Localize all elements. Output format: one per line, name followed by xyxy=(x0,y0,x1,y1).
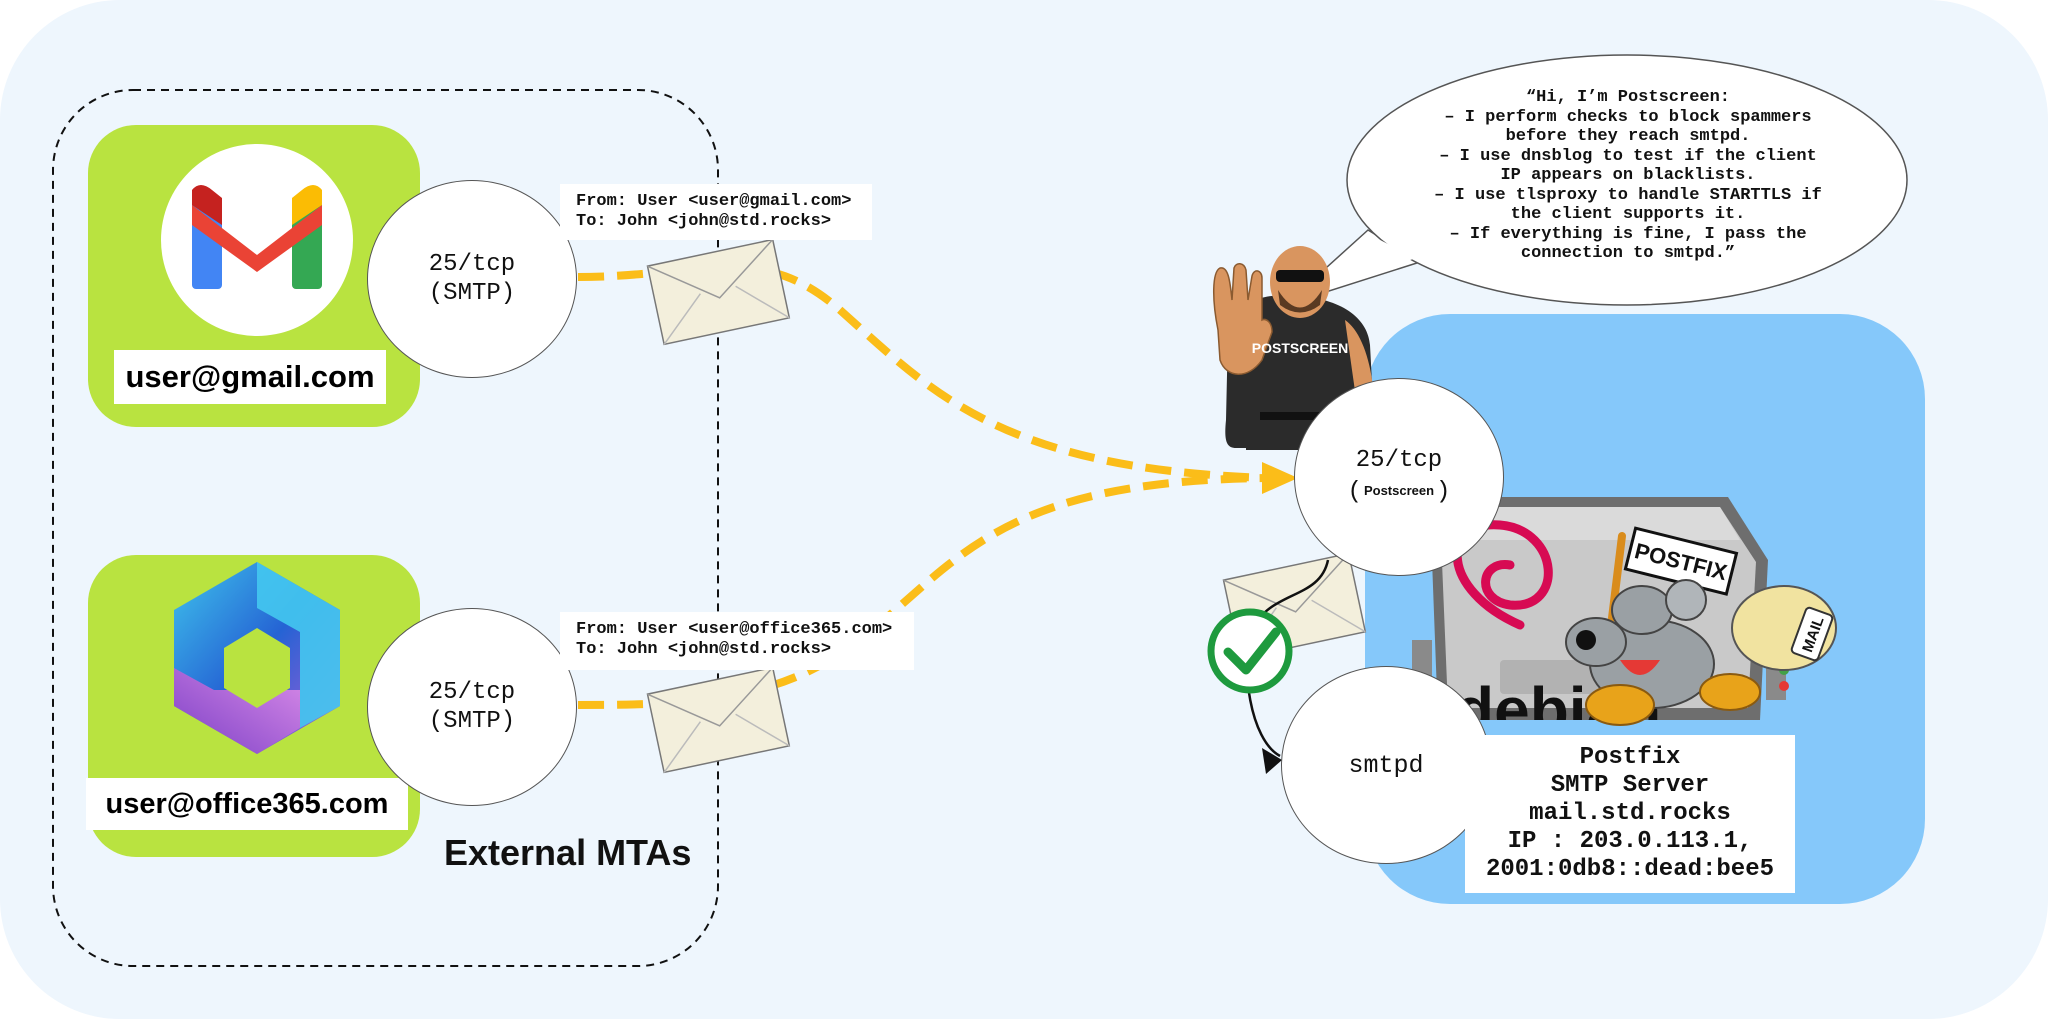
server-info-ipv6: 2001:0db8::dead:bee5 xyxy=(1485,856,1775,883)
smtpd-node: smtpd xyxy=(1281,666,1491,864)
gmail-header-to: To: John <john@std.rocks> xyxy=(576,212,832,231)
server-info-box: Postfix SMTP Server mail.std.rocks IP : … xyxy=(1465,735,1795,893)
smtpd-label: smtpd xyxy=(1348,750,1424,780)
flow-arrowhead xyxy=(1262,462,1298,494)
office365-smtp-port: 25/tcp (SMTP) xyxy=(367,608,577,806)
postscreen-paren-open: ( xyxy=(1347,478,1362,506)
gmail-port-protocol: (SMTP) xyxy=(428,280,516,307)
handoff-arrowhead xyxy=(1262,748,1282,774)
gmail-envelope-icon xyxy=(646,238,791,346)
office365-address-label: user@office365.com xyxy=(86,778,408,830)
gmail-flow-line xyxy=(577,263,1271,482)
external-mtas-group xyxy=(52,89,719,967)
office365-envelope-icon xyxy=(646,666,791,774)
gmail-logo-icon xyxy=(161,144,353,336)
server-info-hostname: mail.std.rocks xyxy=(1529,800,1731,827)
gmail-port-number: 25/tcp xyxy=(428,251,516,278)
office365-mail-header: From: User <user@office365.com> To: John… xyxy=(560,612,914,670)
office365-header-to: To: John <john@std.rocks> xyxy=(576,640,832,659)
postscreen-port-name: (Postscreen) xyxy=(1348,476,1451,507)
gmail-address-label: user@gmail.com xyxy=(114,350,386,404)
postscreen-shirt-label: POSTSCREEN xyxy=(1252,340,1348,356)
debian-logo-icon xyxy=(1452,520,1553,630)
server-info-name: Postfix xyxy=(1579,744,1681,771)
postscreen-paren-close: ) xyxy=(1436,478,1451,506)
gmail-mail-header: From: User <user@gmail.com> To: John <jo… xyxy=(560,184,872,240)
check-icon xyxy=(1207,608,1293,694)
postscreen-name-text: Postscreen xyxy=(1363,483,1435,499)
office365-port-protocol: (SMTP) xyxy=(428,708,516,735)
postscreen-port: 25/tcp (Postscreen) xyxy=(1294,378,1504,576)
external-mtas-label: External MTAs xyxy=(444,832,692,873)
server-info-ipv4: IP : 203.0.113.1, xyxy=(1507,828,1753,855)
office365-header-from: From: User <user@office365.com> xyxy=(576,620,893,639)
office365-port-number: 25/tcp xyxy=(428,679,516,706)
gmail-smtp-port: 25/tcp (SMTP) xyxy=(367,180,577,378)
postfix-mouse-icon: POSTFIX MAIL xyxy=(1565,526,1837,726)
server-info-role: SMTP Server xyxy=(1550,772,1710,799)
postscreen-port-number: 25/tcp xyxy=(1355,447,1443,475)
gmail-header-from: From: User <user@gmail.com> xyxy=(576,192,852,211)
postscreen-speech-text: “Hi, I’m Postscreen: – I perform checks … xyxy=(1434,88,1822,263)
office365-logo-icon xyxy=(174,562,340,754)
